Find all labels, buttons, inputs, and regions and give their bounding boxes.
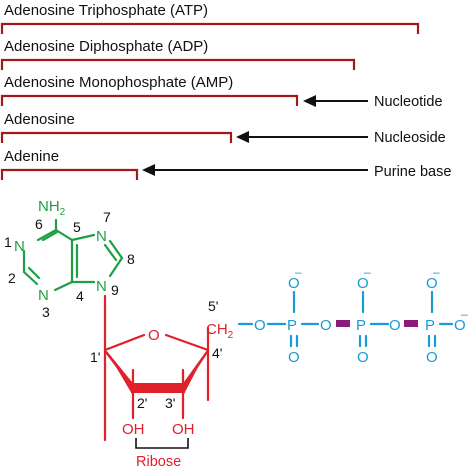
ribose-numbers: 1' 2' 3' 4' 5' [90, 298, 222, 411]
adp-bracket [0, 58, 356, 70]
gamma-top-minus: – [433, 265, 440, 279]
purine-arrow-head [142, 164, 155, 176]
alpha-phosphorus: P [287, 317, 297, 334]
adenosine-bracket [0, 131, 233, 143]
ch2-group: CH2 [206, 321, 234, 341]
ribose-label: Ribose [136, 454, 181, 470]
ribose-ring-oxygen: O [148, 327, 160, 344]
atp-label: Adenosine Triphosphate (ATP) [4, 2, 208, 19]
terminal-oxygen: O [454, 317, 466, 334]
arrow-group [142, 95, 368, 176]
nucleotide-label: Nucleotide [374, 94, 443, 110]
atp-bracket [0, 22, 420, 34]
gamma-phosphorus: P [425, 317, 435, 334]
alpha-top-minus: – [295, 265, 302, 279]
phosphate-bonds [237, 290, 454, 348]
adenine-atoms: NH2 N N N N [14, 198, 107, 304]
oh-2-prime: OH [122, 421, 145, 438]
adenine-n9: N [96, 278, 107, 295]
adenine-num-8: 8 [127, 251, 135, 267]
ribose-num-2: 2' [137, 395, 147, 411]
ribose-wedge-left [106, 350, 132, 394]
high-energy-bond-1 [336, 320, 350, 327]
ribose-num-4: 4' [212, 345, 222, 361]
ribose-bold-bond [131, 383, 185, 393]
adenine-numbers: 1 2 3 4 5 6 7 8 9 [4, 209, 135, 320]
nucleoside-label: Nucleoside [374, 130, 446, 146]
ribose-bracket [135, 438, 189, 449]
ribose-num-5: 5' [208, 298, 218, 314]
adenine-num-6: 6 [35, 216, 43, 232]
adenine-label: Adenine [4, 148, 59, 165]
high-energy-bond-2 [404, 320, 418, 327]
amp-label: Adenosine Monophosphate (AMP) [4, 74, 233, 91]
ribose-wedge-right [184, 350, 207, 394]
adenine-bonds [22, 218, 124, 292]
bridge-oxygen-1: O [254, 317, 266, 334]
terminal-minus: – [461, 307, 468, 321]
ribose-num-3: 3' [165, 395, 175, 411]
adenine-bracket [0, 168, 139, 180]
adenine-num-2: 2 [8, 270, 16, 286]
adenine-num-4: 4 [76, 288, 84, 304]
bridge-oxygen-2: O [320, 317, 332, 334]
adenine-num-3: 3 [42, 304, 50, 320]
alpha-bottom-oxygen: O [288, 349, 300, 366]
alpha-top-oxygen: O [288, 275, 300, 292]
nucleoside-arrow-head [236, 131, 249, 143]
adenine-n7: N [96, 228, 107, 245]
adenine-n1: N [14, 238, 25, 255]
beta-phosphorus: P [356, 317, 366, 334]
beta-bottom-oxygen: O [357, 349, 369, 366]
bracket-group [0, 22, 420, 180]
adenine-num-9: 9 [111, 282, 119, 298]
ribose-num-1: 1' [90, 349, 100, 365]
adenine-num-1: 1 [4, 234, 12, 250]
amp-bracket [0, 94, 299, 106]
adenine-n3: N [38, 287, 49, 304]
bridge-oxygen-3: O [389, 317, 401, 334]
phosphate-atoms: O P O P O P O – O O – O O – O O – [254, 265, 468, 366]
oh-3-prime: OH [172, 421, 195, 438]
beta-top-minus: – [364, 265, 371, 279]
amino-group: NH2 [38, 198, 66, 218]
gamma-top-oxygen: O [426, 275, 438, 292]
purine-base-label: Purine base [374, 164, 451, 180]
nucleotide-arrow-head [303, 95, 316, 107]
beta-top-oxygen: O [357, 275, 369, 292]
adenine-num-5: 5 [73, 219, 81, 235]
adenosine-label: Adenosine [4, 111, 75, 128]
adp-label: Adenosine Diphosphate (ADP) [4, 38, 208, 55]
adenine-num-7: 7 [103, 209, 111, 225]
gamma-bottom-oxygen: O [426, 349, 438, 366]
